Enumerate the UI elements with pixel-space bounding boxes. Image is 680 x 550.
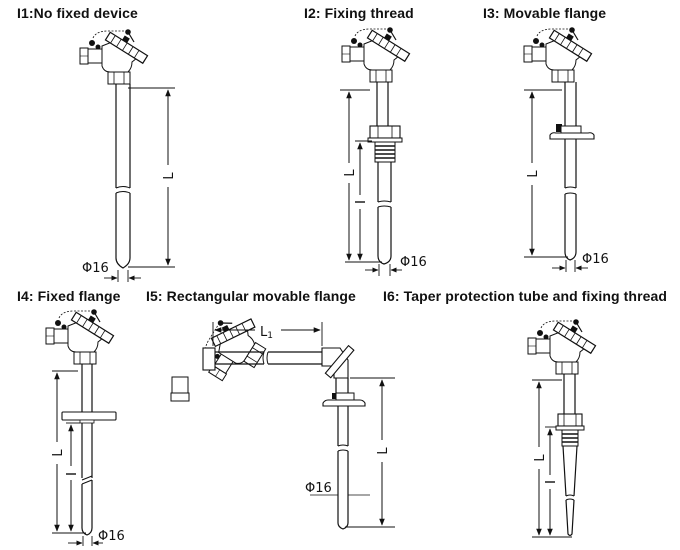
thermocouple-i6: L bbox=[527, 317, 599, 538]
thermocouple-i2: L Φ16 bbox=[340, 25, 427, 276]
junction-box-icon bbox=[79, 27, 151, 85]
dim-diameter-i3: Φ16 bbox=[582, 252, 609, 267]
thermocouple-i5: L1 L Φ16 bbox=[170, 301, 395, 530]
dim-l1-i5: L1 bbox=[260, 325, 273, 341]
panel-title-i4: I4: Fixed flange bbox=[17, 288, 121, 304]
panel-title-i5: I5: Rectangular movable flange bbox=[146, 288, 356, 304]
dim-l-i1: L bbox=[162, 172, 177, 180]
junction-box-icon bbox=[45, 307, 117, 365]
dim-diameter-i5: Φ16 bbox=[305, 481, 332, 496]
panel-title-i2: I2: Fixing thread bbox=[304, 5, 414, 21]
dim-diameter-i1: Φ16 bbox=[82, 261, 109, 276]
dim-l-i3: L bbox=[526, 170, 541, 178]
dim-l-i2: L bbox=[343, 169, 358, 177]
panel-title-i1: I1:No fixed device bbox=[17, 5, 138, 21]
dim-l-i5: L bbox=[376, 447, 391, 455]
junction-box-icon bbox=[523, 25, 595, 83]
thermocouple-i4: L Φ16 bbox=[45, 307, 125, 546]
dim-diameter-i4: Φ16 bbox=[98, 529, 125, 544]
dim-l-i6: L bbox=[533, 454, 548, 462]
dim-l-i4: L bbox=[51, 449, 66, 457]
panel-title-i3: I3: Movable flange bbox=[483, 5, 607, 21]
thermocouple-i3: L Φ16 bbox=[523, 25, 609, 272]
thermocouple-i1: L Φ16 bbox=[79, 27, 177, 282]
junction-box-icon bbox=[341, 25, 413, 83]
dim-diameter-i2: Φ16 bbox=[400, 255, 427, 270]
junction-box-icon bbox=[191, 301, 278, 392]
junction-box-icon bbox=[527, 317, 599, 375]
panel-title-i6: I6: Taper protection tube and fixing thr… bbox=[383, 288, 668, 304]
